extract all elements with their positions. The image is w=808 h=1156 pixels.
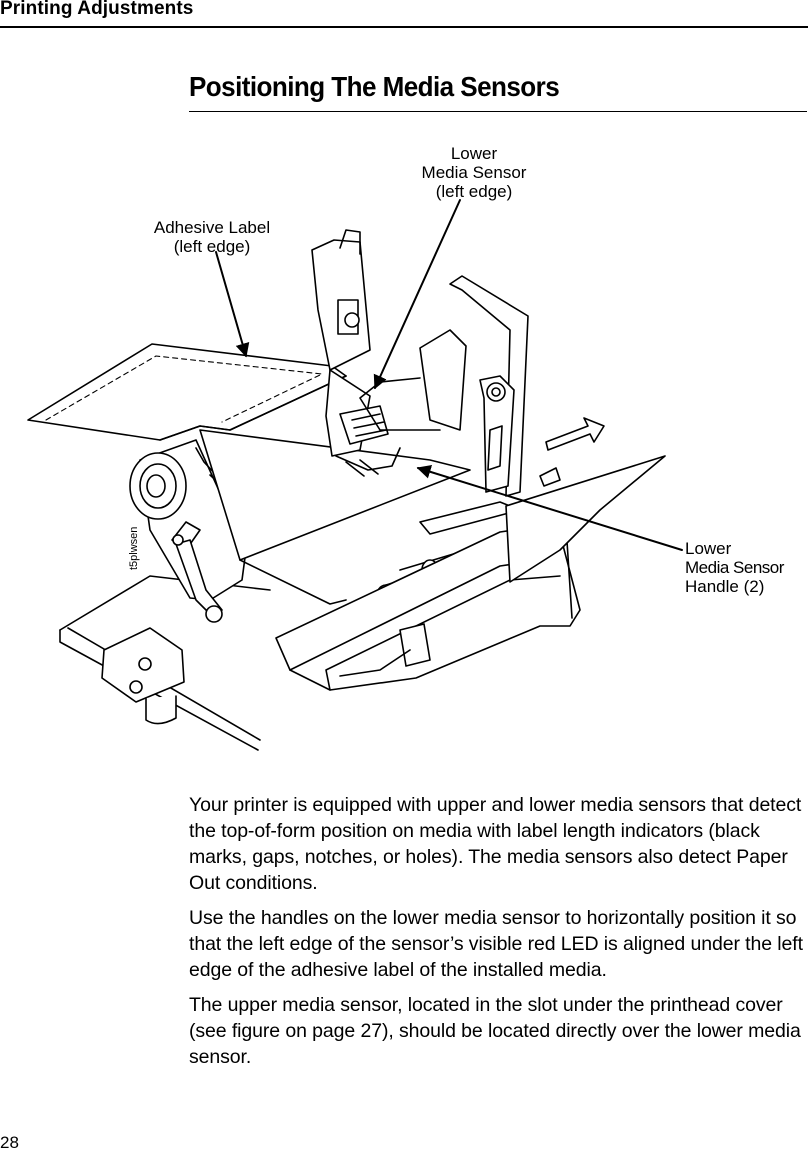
callout-sensor-handle: Lower Media Sensor Handle (2) (685, 539, 805, 596)
printer-line-drawing: t5plwsen (27, 199, 683, 751)
direction-arrow (545, 417, 605, 451)
callout-text: (left edge) (435, 182, 513, 201)
body-text: Your printer is equipped with upper and … (189, 792, 807, 1079)
media-tray (27, 343, 347, 441)
printer-illustration: t5plwsen Lower Media Sensor (left edge) … (0, 130, 808, 770)
callout-text: (left edge) (173, 237, 251, 256)
callout-text: Handle (2) (685, 577, 765, 596)
page-title: Positioning The Media Sensors (189, 71, 560, 102)
leader-sensor-handle (416, 465, 683, 551)
callout-text: Lower (450, 144, 498, 163)
figure-code: t5plwsen (128, 527, 140, 570)
callout-lower-media-sensor: Lower Media Sensor (left edge) (414, 144, 534, 201)
section-title: Positioning The Media Sensors (189, 70, 807, 112)
sensor-assembly (311, 229, 401, 477)
leader-lower-sensor (373, 199, 461, 390)
callout-text: Adhesive Label (153, 218, 271, 237)
callout-text: Lower (685, 539, 732, 558)
callout-text: Media Sensor (685, 558, 784, 577)
paragraph: Your printer is equipped with upper and … (189, 794, 802, 894)
callout-adhesive-label: Adhesive Label (left edge) (144, 218, 280, 256)
printhead-cover (359, 275, 529, 497)
base-rails (59, 575, 271, 751)
leader-adhesive-label (215, 251, 250, 358)
callout-text: Media Sensor (421, 163, 527, 182)
page-number: 28 (0, 1133, 19, 1152)
running-header-title: Printing Adjustments (0, 0, 194, 19)
running-header: Printing Adjustments (0, 0, 808, 28)
paragraph: The upper media sensor, located in the s… (189, 994, 801, 1068)
paragraph: Use the handles on the lower media senso… (189, 907, 803, 981)
